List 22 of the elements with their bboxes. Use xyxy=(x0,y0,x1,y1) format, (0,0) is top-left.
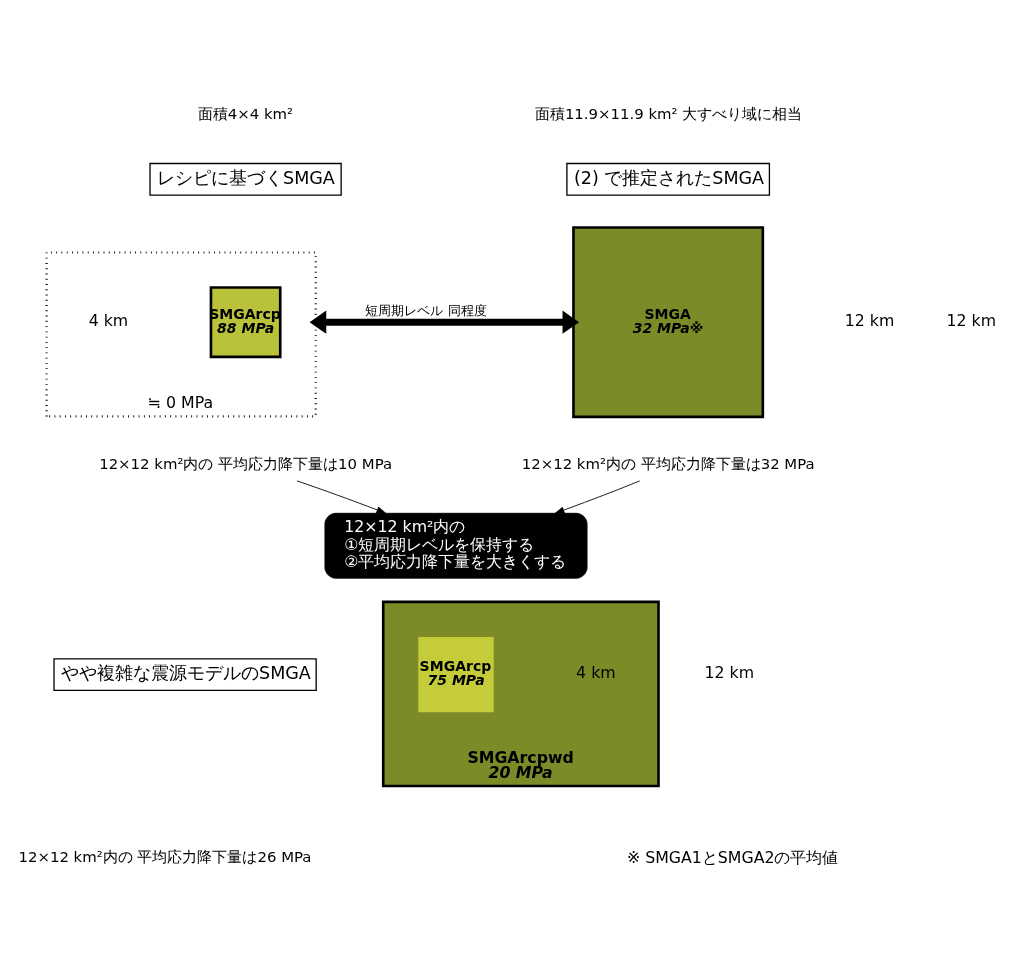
node-box: (2) で推定されたSMGA xyxy=(566,162,771,196)
edge-label: 短周期レベル 同程度 xyxy=(365,303,487,319)
arrow xyxy=(309,310,580,334)
node-box: 12×12 km²内の ①短周期レベルを保持する ②平均応力降下量を大きくする xyxy=(324,512,588,579)
node-text: 12×12 km²内の 平均応力降下量は32 MPa xyxy=(521,454,815,473)
node-box: SMGArcp 75 MPa xyxy=(418,636,494,713)
arrow xyxy=(554,480,641,514)
node-text: 12×12 km²内の 平均応力降下量は26 MPa xyxy=(18,848,312,867)
node-text: 12×12 km²内の 平均応力降下量は10 MPa xyxy=(99,454,393,473)
node-box: SMGA 32 MPa※ xyxy=(572,226,765,419)
label: ※ SMGA1とSMGA2の平均値 xyxy=(626,847,839,867)
arrow xyxy=(296,480,387,514)
label: 12 km xyxy=(844,311,895,331)
node-box: レシピに基づくSMGA xyxy=(149,162,342,196)
node-box: やや複雑な震源モデルのSMGA xyxy=(53,658,317,692)
node-label: 面積11.9×11.9 km² 大すべり域に相当 xyxy=(534,104,803,123)
label: 12 km xyxy=(946,311,997,331)
label: 4 km xyxy=(576,663,616,683)
node-box: SMGArcp 88 MPa xyxy=(209,286,282,359)
node-label: 面積4×4 km² xyxy=(197,104,294,123)
label: 4 km xyxy=(88,311,129,331)
label: 12 km xyxy=(704,663,755,683)
